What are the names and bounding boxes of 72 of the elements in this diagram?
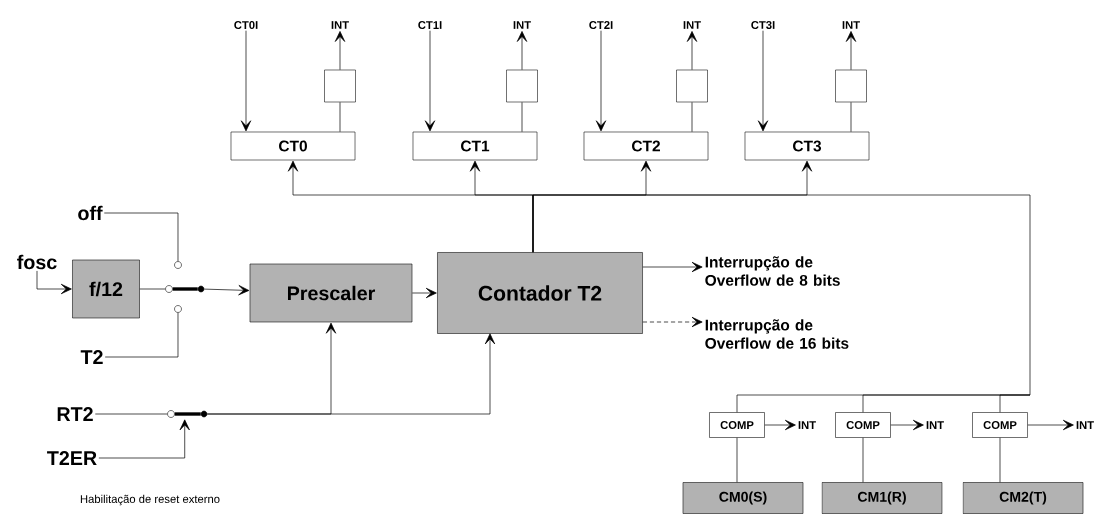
signal-label: CT1I xyxy=(418,21,442,29)
note-text: Habilitação de reset externo xyxy=(80,494,220,506)
arrow xyxy=(206,333,496,415)
switch-contact xyxy=(174,261,182,269)
arrow xyxy=(203,285,250,296)
arrow xyxy=(764,419,796,431)
flag-box xyxy=(324,69,356,103)
arrow xyxy=(845,31,857,71)
connection-line xyxy=(691,101,693,133)
signal-label: CT3I xyxy=(751,21,775,29)
signal-label: INT xyxy=(798,421,816,429)
connection-line xyxy=(104,312,179,358)
block-box: CM0(S) xyxy=(682,482,804,514)
switch-contact xyxy=(167,410,175,418)
arrow xyxy=(240,30,252,132)
connection-line xyxy=(862,437,864,483)
connection-line xyxy=(736,437,738,483)
output-label: Interrupção de Overflow de 16 bits xyxy=(705,319,849,349)
arrow xyxy=(36,270,72,295)
arrow xyxy=(595,30,607,132)
flag-box xyxy=(835,69,867,103)
block-box: CM2(T) xyxy=(962,482,1084,514)
signal-label: CT0I xyxy=(234,21,258,29)
connection-line xyxy=(139,288,166,290)
block-box: Contador T2 xyxy=(437,252,643,334)
connection-line xyxy=(174,412,201,416)
connection-line xyxy=(521,101,523,133)
output-label: Interrupção de Overflow de 8 bits xyxy=(705,256,840,286)
signal-label: INT xyxy=(842,21,860,29)
arrow xyxy=(642,261,703,273)
block-box: CT0 xyxy=(230,131,356,161)
arrow xyxy=(642,316,703,328)
signal-label: INT xyxy=(683,21,701,29)
signal-label: T2ER xyxy=(47,451,97,465)
arrow xyxy=(98,419,190,459)
flag-box xyxy=(676,69,708,103)
connection-line xyxy=(172,287,198,291)
signal-label: RT2 xyxy=(57,407,93,421)
arrow xyxy=(757,30,769,132)
arrow xyxy=(334,31,346,71)
signal-label: INT xyxy=(513,21,531,29)
block-box: CT2 xyxy=(583,131,709,161)
connection-line xyxy=(339,101,341,133)
connection-line xyxy=(532,194,1031,413)
connection-line xyxy=(999,437,1001,483)
flag-box xyxy=(506,69,538,103)
block-box: CT1 xyxy=(412,131,538,161)
block-box: CM1(R) xyxy=(821,482,943,514)
connection-line xyxy=(850,101,852,133)
block-box: CT3 xyxy=(744,131,870,161)
arrow xyxy=(890,419,924,431)
block-box: COMP xyxy=(972,412,1028,438)
signal-label: T2 xyxy=(80,350,103,364)
signal-label: INT xyxy=(926,421,944,429)
block-box: COMP xyxy=(835,412,891,438)
arrow xyxy=(516,31,528,71)
switch-contact xyxy=(174,305,182,313)
arrow xyxy=(686,31,698,71)
switch-contact xyxy=(165,285,173,293)
connection-line xyxy=(94,413,168,415)
signal-label: INT xyxy=(1076,421,1094,429)
connection-line xyxy=(103,212,179,262)
signal-label: off xyxy=(78,205,103,221)
arrow xyxy=(424,30,436,132)
arrow xyxy=(411,287,437,299)
block-box: Prescaler xyxy=(249,263,413,323)
block-box: f/12 xyxy=(72,259,140,319)
signal-label: INT xyxy=(331,21,349,29)
arrow xyxy=(1027,419,1074,431)
signal-label: fosc xyxy=(17,254,57,270)
signal-label: CT2I xyxy=(589,21,613,29)
block-box: COMP xyxy=(709,412,765,438)
